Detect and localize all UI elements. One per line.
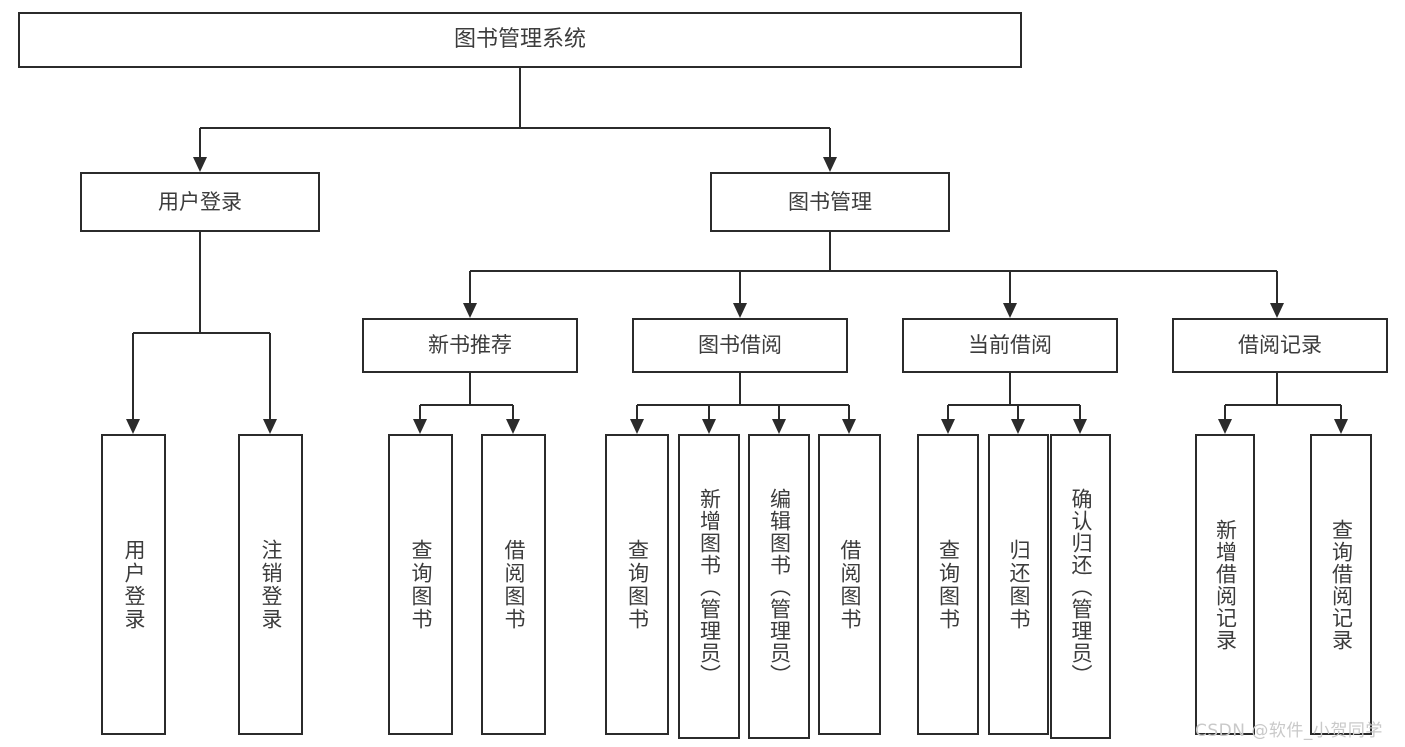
node-label: 查询图书 [625,538,650,631]
arrowhead-icon [263,419,277,434]
arrowhead-icon [1073,419,1087,434]
node-l-user-logout[interactable]: 注销登录 [238,434,303,735]
arrowhead-icon [772,419,786,434]
arrowhead-icon [842,419,856,434]
connector-current-borrow-to-leaves [941,373,1087,434]
arrowhead-icon [193,157,207,172]
arrowhead-icon [463,303,477,318]
node-l-query-book-1[interactable]: 查询图书 [388,434,453,735]
node-label: 图书管理系统 [453,27,586,53]
node-l-return-book[interactable]: 归还图书 [988,434,1049,735]
arrowhead-icon [941,419,955,434]
arrowhead-icon [1218,419,1232,434]
arrowhead-icon [1003,303,1017,318]
connector-user-login-to-leaves [126,232,277,434]
node-label: 借阅图书 [502,538,526,631]
arrowhead-icon [702,419,716,434]
node-label: 借阅图书 [838,538,862,631]
node-n-book-mgmt[interactable]: 图书管理 [710,172,950,232]
connector-book-mgmt-to-level3 [463,232,1284,318]
node-label: 图书管理 [788,189,872,214]
arrowhead-icon [823,157,837,172]
connector-root-to-level2 [193,68,837,172]
node-l-query-record[interactable]: 查询借阅记录 [1310,434,1372,735]
node-label: 新增借阅记录 [1213,518,1238,651]
node-n-user-login[interactable]: 用户登录 [80,172,320,232]
node-label: 图书借阅 [698,333,782,358]
node-n-book-borrow[interactable]: 图书借阅 [632,318,848,373]
node-l-add-record[interactable]: 新增借阅记录 [1195,434,1255,735]
node-label: 新增图书（管理员） [697,487,722,686]
node-label: 确认归还（管理员） [1069,487,1093,686]
node-l-add-book[interactable]: 新增图书（管理员） [678,434,740,739]
node-n-new-book-rec[interactable]: 新书推荐 [362,318,578,373]
arrowhead-icon [506,419,520,434]
node-l-confirm-return[interactable]: 确认归还（管理员） [1050,434,1111,739]
arrowhead-icon [630,419,644,434]
node-root[interactable]: 图书管理系统 [18,12,1022,68]
arrowhead-icon [733,303,747,318]
node-label: 新书推荐 [428,333,512,358]
arrowhead-icon [1334,419,1348,434]
node-label: 查询图书 [936,538,961,631]
node-label: 归还图书 [1007,538,1031,631]
node-l-borrow-book-2[interactable]: 借阅图书 [818,434,881,735]
node-label: 查询图书 [409,538,433,631]
node-label: 借阅记录 [1238,333,1322,358]
node-l-edit-book[interactable]: 编辑图书（管理员） [748,434,810,739]
node-n-current-borrow[interactable]: 当前借阅 [902,318,1118,373]
node-l-query-book-3[interactable]: 查询图书 [917,434,979,735]
connector-book-borrow-to-leaves [630,373,856,434]
node-label: 用户登录 [158,189,242,214]
node-label: 编辑图书（管理员） [767,487,792,686]
arrowhead-icon [413,419,427,434]
arrowhead-icon [126,419,140,434]
arrowhead-icon [1011,419,1025,434]
arrowhead-icon [1270,303,1284,318]
connector-new-book-rec-to-leaves [413,373,520,434]
node-label: 注销登录 [259,538,283,631]
node-label: 查询借阅记录 [1329,518,1354,651]
node-l-user-login[interactable]: 用户登录 [101,434,166,735]
node-l-borrow-book-1[interactable]: 借阅图书 [481,434,546,735]
node-l-query-book-2[interactable]: 查询图书 [605,434,669,735]
connector-borrow-record-to-leaves [1218,373,1348,434]
node-n-borrow-record[interactable]: 借阅记录 [1172,318,1388,373]
node-label: 当前借阅 [968,333,1052,358]
node-label: 用户登录 [122,538,146,631]
